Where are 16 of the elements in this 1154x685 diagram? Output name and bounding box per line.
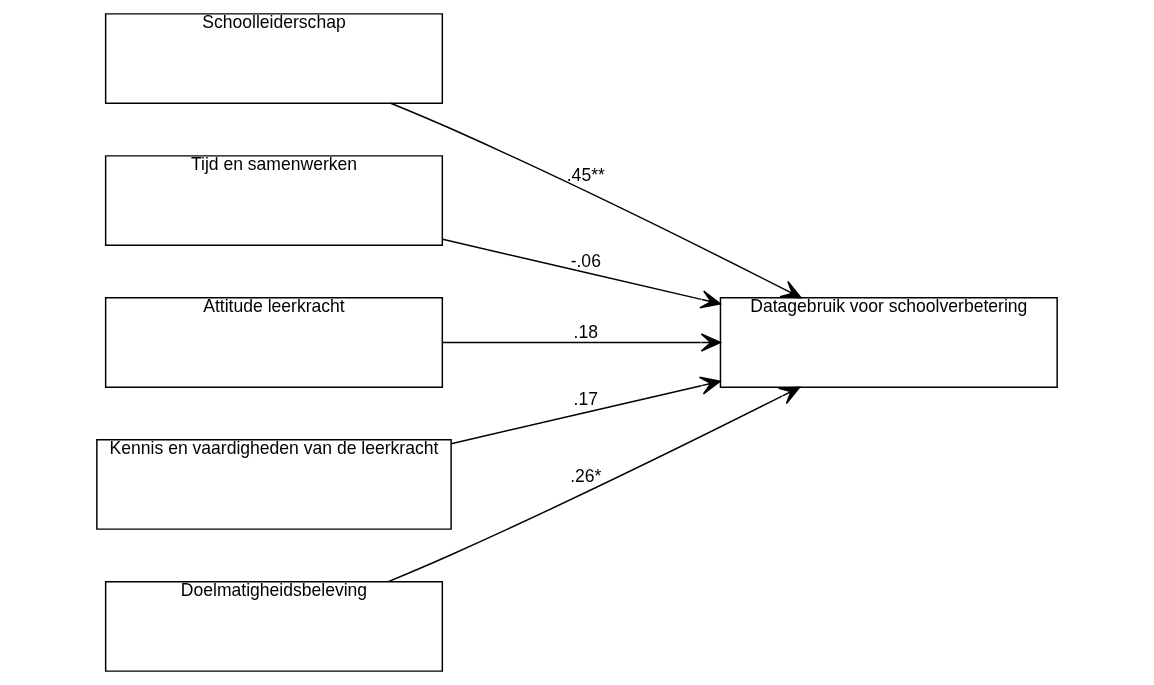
node-box: Schoolleiderschap bbox=[104, 13, 444, 104]
node-box: Datagebruik voor schoolverbetering bbox=[719, 297, 1058, 388]
edge-label: .45** bbox=[566, 164, 605, 185]
arrow bbox=[441, 238, 722, 309]
arrow bbox=[441, 333, 722, 352]
node-box: Tijd en samenwerken bbox=[104, 155, 444, 246]
node-box: Doelmatigheidsbeleving bbox=[104, 581, 444, 672]
arrow bbox=[390, 102, 802, 299]
arrow bbox=[450, 376, 721, 445]
arrow bbox=[387, 386, 801, 583]
edge-label: .26* bbox=[570, 466, 602, 487]
edge-label: .17 bbox=[573, 388, 598, 409]
edge-label: -.06 bbox=[570, 251, 601, 272]
node-box: Attitude leerkracht bbox=[104, 297, 444, 388]
node-box: Kennis en vaardigheden van de leerkracht bbox=[96, 439, 452, 530]
edge-label: .18 bbox=[573, 321, 598, 342]
